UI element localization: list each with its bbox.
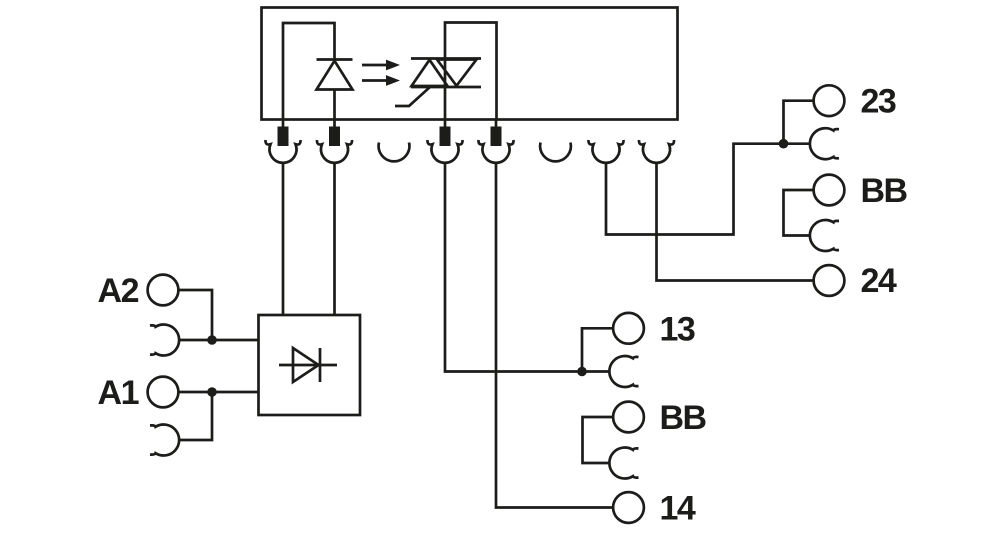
socket-cup: [637, 139, 676, 165]
wire-bb-right-bracket: [782, 188, 814, 237]
plug-pin: [277, 126, 289, 146]
plug-pin: [329, 126, 340, 146]
junction-dot: [207, 335, 217, 345]
wire-socket4-terminal13: [443, 162, 610, 373]
plug-pin: [490, 126, 502, 146]
terminal-circle-a1: [146, 375, 180, 409]
terminals: A2 A1 13 BB 14: [98, 83, 910, 528]
wire-terminal23-branch: [782, 99, 814, 144]
terminal-a2: A2: [98, 272, 181, 357]
terminal-a1: A1: [98, 374, 181, 457]
spare-socket-13: [608, 354, 639, 389]
triac-gate: [395, 85, 431, 108]
terminal-label-24: 24: [861, 262, 897, 300]
socket-6: [538, 142, 573, 163]
terminal-14: 14: [611, 490, 697, 528]
terminal-bb-right: BB: [808, 172, 909, 253]
wire-terminal-a2: [178, 288, 214, 340]
spare-socket-a1: [149, 423, 181, 457]
socket-2: [315, 119, 354, 165]
wires: [178, 99, 814, 509]
terminal-circle-a2: [146, 273, 180, 307]
terminal-label-a1: A1: [98, 374, 139, 412]
wire-terminal13-branch: [580, 326, 613, 372]
socket-row: [264, 119, 676, 165]
wire-socket8-terminal24: [655, 162, 814, 282]
terminal-circle-bb-right: [812, 173, 846, 207]
spare-socket-23: [808, 126, 840, 161]
junction-dot: [577, 366, 587, 377]
terminal-label-a2: A2: [98, 272, 139, 310]
plug-pin: [439, 126, 451, 146]
socket-cup: [587, 139, 625, 165]
spare-socket-bb-right: [808, 218, 840, 253]
socket-4: [426, 119, 464, 165]
led-diode-symbol: [281, 21, 355, 120]
spare-socket-a2: [149, 323, 181, 357]
terminal-label-bb-middle: BB: [660, 399, 707, 437]
diode-symbol: [279, 345, 337, 385]
socket-cup: [377, 142, 411, 163]
junction-dot: [778, 138, 789, 149]
socket-5: [477, 119, 515, 165]
socket-7: [587, 139, 625, 165]
terminal-23: 23: [808, 83, 897, 161]
terminal-circle-14: [611, 490, 646, 525]
junction-dots: [207, 138, 789, 397]
input-diode-box: [257, 313, 362, 417]
junction-dot: [207, 387, 217, 397]
terminal-circle-23: [812, 83, 846, 118]
terminal-circle-13: [611, 311, 646, 346]
terminal-13: 13: [608, 311, 696, 389]
spare-socket-bb-middle: [608, 446, 639, 480]
terminal-label-13: 13: [660, 311, 695, 349]
terminal-24: 24: [812, 262, 898, 300]
socket-cup: [538, 142, 573, 163]
socket-8: [637, 139, 676, 165]
terminal-circle-bb-middle: [611, 400, 646, 434]
socket-3: [377, 142, 411, 163]
socket-1: [264, 119, 302, 165]
terminal-label-14: 14: [660, 490, 696, 528]
relay-module-outline: [260, 6, 679, 121]
terminal-circle-24: [812, 263, 846, 298]
wire-socket7-terminal23: [604, 142, 810, 236]
terminal-bb-middle: BB: [608, 399, 708, 480]
terminal-label-bb-right: BB: [861, 172, 908, 210]
wire-socket5-terminal14: [494, 162, 613, 509]
terminal-label-23: 23: [861, 83, 896, 121]
double-arrow-icon: [362, 59, 400, 86]
triac-symbol: [395, 21, 498, 120]
wire-terminal-a1-branch: [179, 392, 214, 442]
wire-bb-middle-bracket: [581, 415, 613, 465]
